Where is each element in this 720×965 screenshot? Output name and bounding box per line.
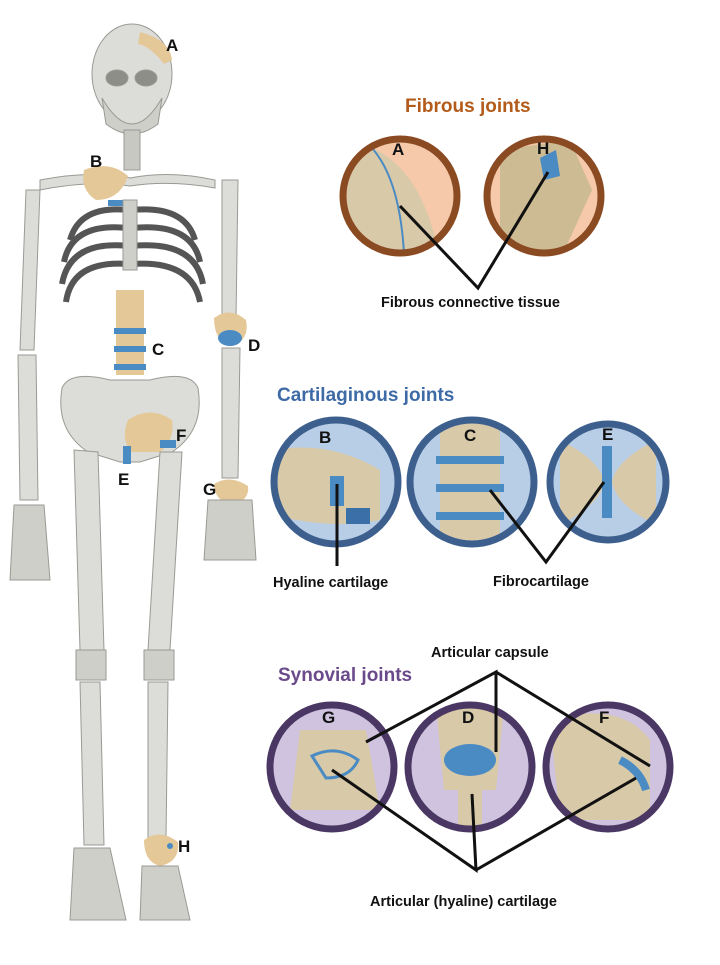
hip-cartilage [160, 440, 176, 448]
label-h: H [178, 837, 191, 856]
synovial-pointer-lines [331, 669, 651, 873]
synovial-circle-f-label: F [599, 708, 610, 727]
cartilaginous-circle-c-label: C [464, 426, 477, 445]
right-tibia [147, 681, 169, 841]
label-b: B [90, 152, 103, 171]
left-hand [9, 504, 51, 581]
skeleton-figure [9, 23, 257, 921]
label-a: A [166, 36, 179, 55]
label-d: D [248, 336, 261, 355]
elbow-cartilage [218, 330, 242, 346]
synovial-circle-d-label: D [462, 708, 475, 727]
label-g: G [203, 480, 217, 499]
sternoclavicular-joint [83, 166, 128, 200]
synovial-joints-title: Synovial joints [278, 665, 413, 686]
skull-suture-a [138, 32, 172, 64]
cartilaginous-circle-e [546, 420, 670, 544]
hyaline-cartilage-caption: Hyaline cartilage [273, 575, 389, 591]
first-rib-cartilage [108, 200, 136, 206]
disc-2 [114, 346, 146, 352]
synovial-circle-d [404, 701, 536, 833]
left-forearm [17, 354, 39, 501]
left-knee [75, 649, 107, 681]
right-forearm [221, 347, 241, 479]
right-foot [139, 865, 191, 921]
synovial-circle-g-label: G [322, 708, 336, 727]
fibrous-connective-tissue-caption: Fibrous connective tissue [381, 295, 560, 311]
disc-3 [114, 364, 146, 370]
right-femur [147, 451, 183, 651]
cartilaginous-pointer-lines [335, 481, 606, 566]
synovial-circle-g [266, 701, 398, 833]
fibrous-circle-a [339, 135, 461, 257]
cervical-spine [123, 129, 141, 171]
eye-socket-right [134, 69, 158, 87]
label-e: E [118, 470, 130, 489]
articular-capsule-caption: Articular capsule [431, 645, 549, 661]
fibrous-circle-h-label: H [537, 139, 550, 158]
ankle-cartilage [167, 843, 173, 849]
wrist-joint [214, 479, 249, 506]
fibrous-joints-title: Fibrous joints [405, 96, 531, 117]
cartilaginous-circle-c [406, 416, 538, 548]
right-knee [143, 649, 175, 681]
cartilaginous-circle-b-label: B [319, 428, 332, 447]
jaw [101, 97, 163, 135]
synovial-circle-f [542, 701, 674, 833]
disc-1 [114, 328, 146, 334]
cartilaginous-circle-b [270, 416, 402, 548]
eye-socket-left [105, 69, 129, 87]
cartilaginous-joints-title: Cartilaginous joints [277, 385, 455, 406]
label-c: C [152, 340, 165, 359]
fibrous-circle-a-label: A [392, 140, 405, 159]
ankle-joint [144, 834, 179, 866]
left-tibia [79, 681, 105, 846]
fibrocartilage-caption: Fibrocartilage [493, 574, 589, 590]
left-humerus [19, 189, 41, 351]
left-femur [73, 449, 105, 651]
pubic-symphysis [123, 446, 131, 464]
articular-hyaline-cartilage-caption: Articular (hyaline) cartilage [370, 894, 557, 910]
right-humerus [221, 179, 239, 321]
right-hand [203, 499, 257, 561]
label-f: F [176, 426, 187, 445]
sternum [122, 199, 138, 271]
left-foot [69, 847, 127, 921]
fibrous-pointer-lines [398, 171, 550, 291]
cartilaginous-circle-e-label: E [602, 425, 614, 444]
rib-cage [59, 206, 206, 303]
